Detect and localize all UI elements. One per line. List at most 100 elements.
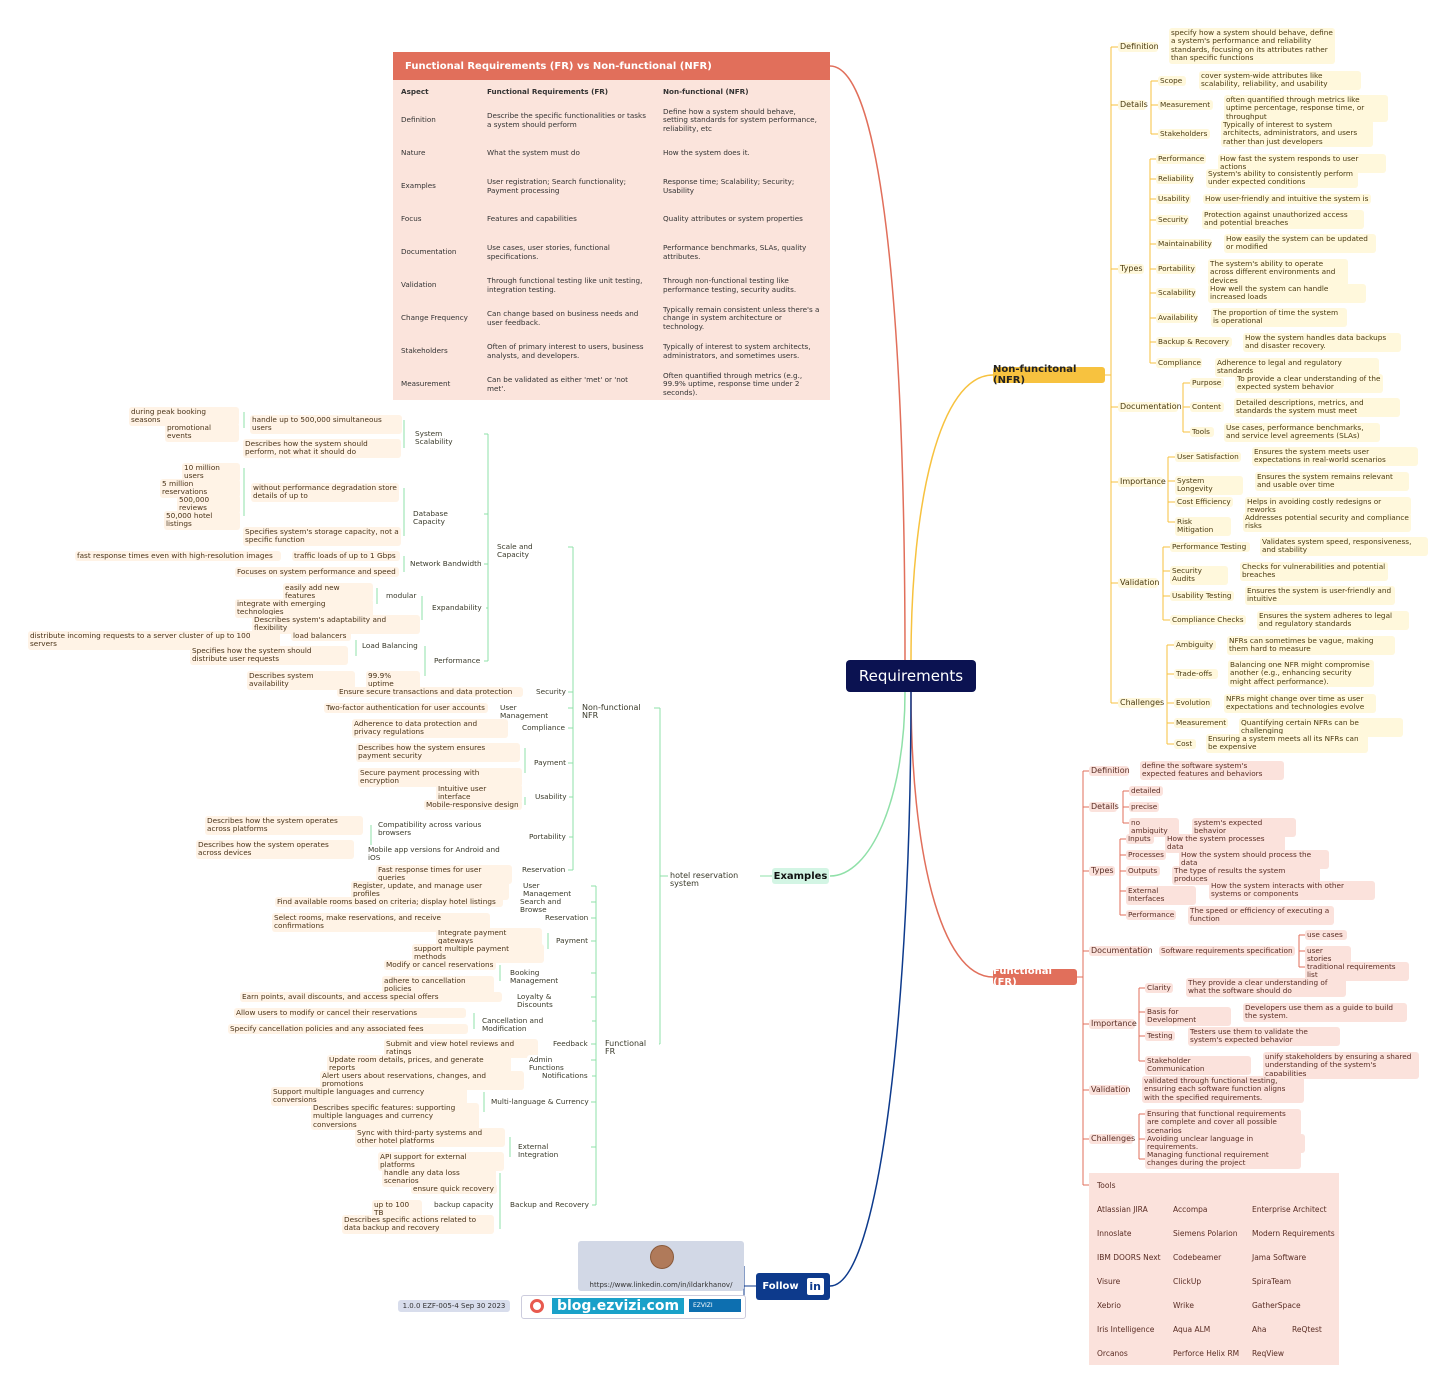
fr-node[interactable]: How the system processes data (1165, 834, 1285, 853)
fr-branch-node[interactable]: Functional (FR) (993, 966, 1077, 988)
example-node[interactable]: Specifies system's storage capacity, not… (243, 527, 401, 546)
fr-node[interactable]: Types (1089, 866, 1115, 877)
nfr-node[interactable]: Use cases, performance benchmarks, and s… (1224, 423, 1380, 442)
nfr-node[interactable]: Scope (1158, 76, 1186, 87)
example-node[interactable]: Earn points, avail discounts, and access… (240, 992, 502, 1003)
fr-node[interactable]: Managing functional requirement changes … (1145, 1150, 1301, 1169)
nfr-node[interactable]: Portability (1156, 264, 1196, 275)
fr-node[interactable]: precise (1129, 802, 1159, 813)
example-node[interactable]: Two-factor authentication for user accou… (324, 703, 488, 714)
nfr-node[interactable]: The system's ability to operate across d… (1208, 259, 1348, 287)
nfr-node[interactable]: Purpose (1190, 378, 1224, 389)
nfr-node[interactable]: How user-friendly and intuitive the syst… (1203, 194, 1371, 205)
example-node[interactable]: handle up to 500,000 simultaneous users (250, 415, 402, 434)
example-node[interactable]: Ensure secure transactions and data prot… (337, 687, 523, 698)
example-node[interactable]: Describes how the system operates across… (196, 840, 354, 859)
example-node[interactable]: Register, update, and manage user profil… (351, 881, 509, 900)
nfr-node[interactable]: Ambiguity (1174, 640, 1216, 651)
nfr-node[interactable]: To provide a clear understanding of the … (1235, 374, 1383, 393)
nfr-node[interactable]: often quantified through metrics like up… (1224, 95, 1388, 123)
fr-node[interactable]: use cases (1305, 930, 1347, 941)
nfr-node[interactable]: How easily the system can be updated or … (1224, 234, 1376, 253)
example-node[interactable]: Integrate payment gateways (436, 928, 542, 947)
example-node[interactable]: up to 100 TB (372, 1200, 422, 1219)
example-node[interactable]: Describes system's adaptability and flex… (252, 615, 420, 634)
fr-node[interactable]: How the system interacts with other syst… (1209, 881, 1375, 900)
example-node[interactable]: support multiple payment methods (412, 944, 544, 963)
example-node[interactable]: Describes how the system should perform,… (243, 439, 401, 458)
example-node[interactable]: Find available rooms based on criteria; … (275, 897, 503, 908)
example-node[interactable]: Describes system availability (247, 671, 355, 690)
nfr-node[interactable]: Cost Efficiency (1175, 497, 1233, 508)
nfr-node[interactable]: Risk Mitigation (1175, 517, 1231, 536)
example-node[interactable]: during peak booking seasons (129, 407, 239, 426)
fr-node[interactable]: Definition (1089, 766, 1130, 777)
example-node[interactable]: Portability (527, 832, 569, 843)
example-node[interactable]: Cancellation and Modification (480, 1016, 592, 1035)
example-node[interactable]: 50,000 hotel listings (164, 511, 240, 530)
nfr-node[interactable]: NFRs might change over time as user expe… (1224, 694, 1376, 713)
example-node[interactable]: Notifications (540, 1071, 592, 1082)
example-node[interactable]: 500,000 reviews (177, 495, 240, 514)
fr-node[interactable]: Documentation (1089, 946, 1153, 957)
fr-node[interactable]: Importance (1089, 1019, 1137, 1030)
example-node[interactable]: Multi-language & Currency (489, 1097, 591, 1108)
example-node[interactable]: integrate with emerging technologies (235, 599, 373, 618)
nfr-node[interactable]: Reliability (1156, 174, 1194, 185)
example-node[interactable]: External Integration (516, 1142, 590, 1161)
nfr-node[interactable]: Performance (1156, 154, 1206, 165)
fr-node[interactable]: External Interfaces (1126, 886, 1196, 905)
example-node[interactable]: Reservation (520, 865, 568, 876)
fr-node[interactable]: They provide a clear understanding of wh… (1186, 978, 1346, 997)
example-node[interactable]: Scale and Capacity (495, 542, 567, 561)
fr-node[interactable]: The type of results the system produces (1172, 866, 1320, 885)
nfr-node[interactable]: Ensures the system meets user expectatio… (1252, 447, 1418, 466)
nfr-node[interactable]: Compliance (1156, 358, 1202, 369)
example-node[interactable]: Network Bandwidth (408, 559, 484, 570)
example-node[interactable]: fast response times even with high-resol… (75, 551, 281, 562)
example-node[interactable]: Usability (533, 792, 569, 803)
example-node[interactable]: Adherence to data protection and privacy… (352, 719, 508, 738)
example-node[interactable]: Reservation (543, 913, 591, 924)
fr-node[interactable]: Software requirements specification (1159, 946, 1295, 957)
fr-node[interactable]: Basis for Development (1145, 1007, 1231, 1026)
example-node[interactable]: User Management (521, 881, 591, 900)
nfr-node[interactable]: NFRs can sometimes be vague, making them… (1227, 636, 1395, 655)
nfr-node[interactable]: Backup & Recovery (1156, 337, 1232, 348)
nfr-node[interactable]: User Satisfaction (1175, 452, 1241, 463)
fr-node[interactable]: The speed or efficiency of executing a f… (1188, 906, 1334, 925)
nfr-node[interactable]: specify how a system should behave, defi… (1169, 28, 1335, 64)
example-node[interactable]: Modify or cancel reservations (384, 960, 496, 971)
nfr-node[interactable]: Measurement (1174, 718, 1228, 729)
nfr-node[interactable]: Documentation (1118, 402, 1182, 413)
example-node[interactable]: Alert users about reservations, changes,… (320, 1071, 524, 1090)
example-node[interactable]: API support for external platforms (378, 1152, 504, 1171)
example-node[interactable]: easily add new features (283, 583, 373, 602)
root-node[interactable]: Requirements (846, 660, 976, 692)
nfr-node[interactable]: Performance Testing (1170, 542, 1250, 553)
nfr-node[interactable]: How well the system can handle increased… (1208, 284, 1366, 303)
nfr-node[interactable]: Protection against unauthorized access a… (1202, 210, 1364, 229)
nfr-node[interactable]: The proportion of time the system is ope… (1211, 308, 1347, 327)
blog-name[interactable]: blog.ezvizi.com (552, 1298, 684, 1314)
fr-node[interactable]: Challenges (1089, 1134, 1136, 1145)
nfr-node[interactable]: Quantifying certain NFRs can be challeng… (1239, 718, 1403, 737)
nfr-node[interactable]: Details (1118, 100, 1148, 111)
example-node[interactable]: Non-functional NFR (580, 703, 654, 722)
examples-branch-node[interactable]: Examples (772, 868, 829, 884)
nfr-node[interactable]: Definition (1118, 42, 1159, 53)
nfr-node[interactable]: Stakeholders (1158, 129, 1210, 140)
example-node[interactable]: without performance degradation store de… (251, 483, 399, 502)
fr-node[interactable]: Validation (1089, 1085, 1131, 1096)
nfr-node[interactable]: Detailed descriptions, metrics, and stan… (1234, 398, 1400, 417)
nfr-node[interactable]: Availability (1156, 313, 1198, 324)
nfr-node[interactable]: Checks for vulnerabilities and potential… (1240, 562, 1388, 581)
example-node[interactable]: Compliance (520, 723, 568, 734)
example-node[interactable]: Compatibility across various browsers (376, 820, 508, 839)
example-node[interactable]: Payment (532, 758, 568, 769)
example-node[interactable]: Focuses on system performance and speed (235, 567, 399, 578)
nfr-node[interactable]: Validation (1118, 578, 1160, 589)
example-node[interactable]: modular (384, 591, 420, 602)
nfr-node[interactable]: Types (1118, 264, 1144, 275)
